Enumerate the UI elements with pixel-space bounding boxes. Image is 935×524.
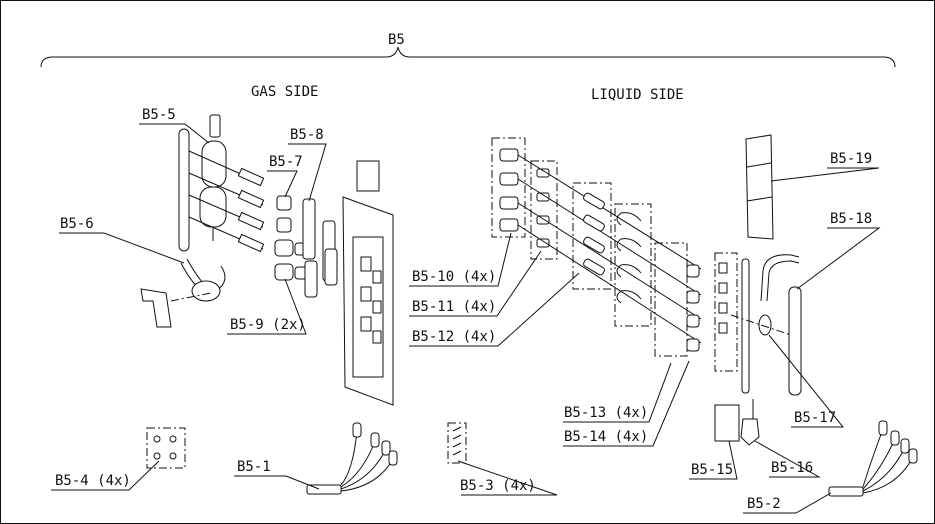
label-b5-12: B5-12 (4x) xyxy=(412,329,496,345)
gas-brackets xyxy=(302,198,338,298)
label-b5-7: B5-7 xyxy=(269,154,303,170)
label-b5-16: B5-16 xyxy=(771,460,813,476)
label-b5-18: B5-18 xyxy=(830,211,872,227)
liquid-side-title: LIQUID SIDE xyxy=(591,87,684,103)
label-b5-2: B5-2 xyxy=(747,496,781,512)
gas-side-title: GAS SIDE xyxy=(251,84,318,100)
label-b5-9: B5-9 (2x) xyxy=(230,317,306,333)
label-b5-19: B5-19 xyxy=(830,151,872,167)
label-b5-3: B5-3 (4x) xyxy=(460,478,536,494)
label-b5-17: B5-17 xyxy=(794,410,836,426)
diagram-title: B5 xyxy=(388,32,405,48)
harness-liquid-side xyxy=(828,420,918,497)
label-b5-4: B5-4 (4x) xyxy=(55,473,131,489)
screws-group xyxy=(146,427,186,469)
label-b5-8: B5-8 xyxy=(290,127,324,143)
label-b5-13: B5-13 (4x) xyxy=(564,405,648,421)
gas-fittings xyxy=(274,195,308,281)
liquid-side-assembly xyxy=(447,134,802,464)
gas-side-assembly xyxy=(140,114,265,328)
label-b5-5: B5-5 xyxy=(142,107,176,123)
label-b5-15: B5-15 xyxy=(691,462,733,478)
label-b5-6: B5-6 xyxy=(60,216,94,232)
callouts: B5-5 B5-6 B5-7 B5-8 B5-9 (2x) B5-4 (4x) … xyxy=(51,107,881,514)
label-b5-11: B5-11 (4x) xyxy=(412,299,496,315)
top-brace xyxy=(40,46,896,68)
label-b5-1: B5-1 xyxy=(237,459,271,475)
label-b5-10: B5-10 (4x) xyxy=(412,269,496,285)
mounting-panel xyxy=(342,160,394,406)
label-b5-14: B5-14 (4x) xyxy=(564,429,648,445)
harness-gas-side xyxy=(306,422,398,495)
